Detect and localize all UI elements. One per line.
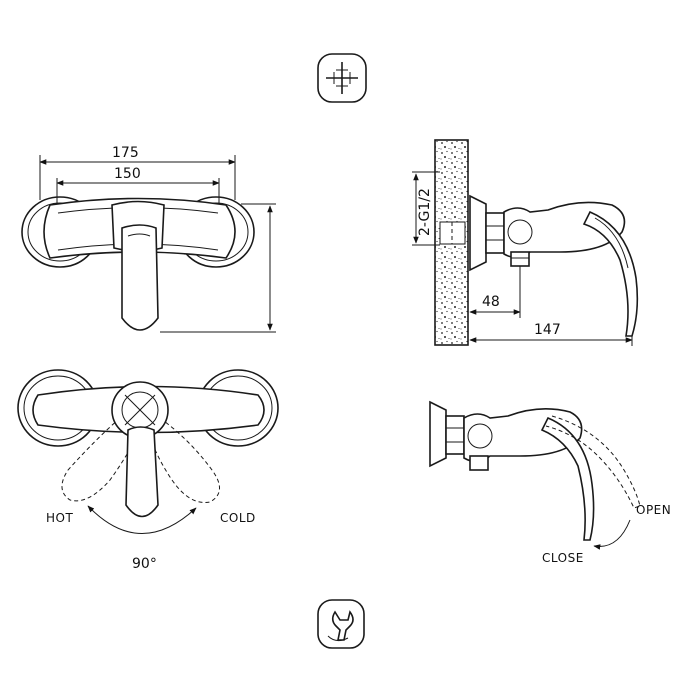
- label-rotation: 90°: [132, 556, 157, 572]
- crosshair-cross-icon: [317, 53, 367, 103]
- label-hot: HOT: [46, 511, 73, 525]
- dim-147: 147: [534, 322, 561, 338]
- label-close: CLOSE: [542, 551, 584, 565]
- top-view: HOT COLD 90°: [17, 369, 279, 572]
- label-cold: COLD: [220, 511, 256, 525]
- dim-thread: 2-G1/2: [417, 188, 433, 236]
- wrench-icon: [317, 599, 365, 649]
- dim-150: 150: [114, 166, 141, 182]
- operation-view: OPEN CLOSE: [429, 400, 671, 565]
- dim-175: 175: [112, 145, 139, 161]
- side-view: 2-G1/2 48 147: [412, 139, 639, 346]
- label-open: OPEN: [636, 503, 671, 517]
- dim-48: 48: [482, 294, 500, 310]
- front-view: 175 150: [21, 145, 276, 333]
